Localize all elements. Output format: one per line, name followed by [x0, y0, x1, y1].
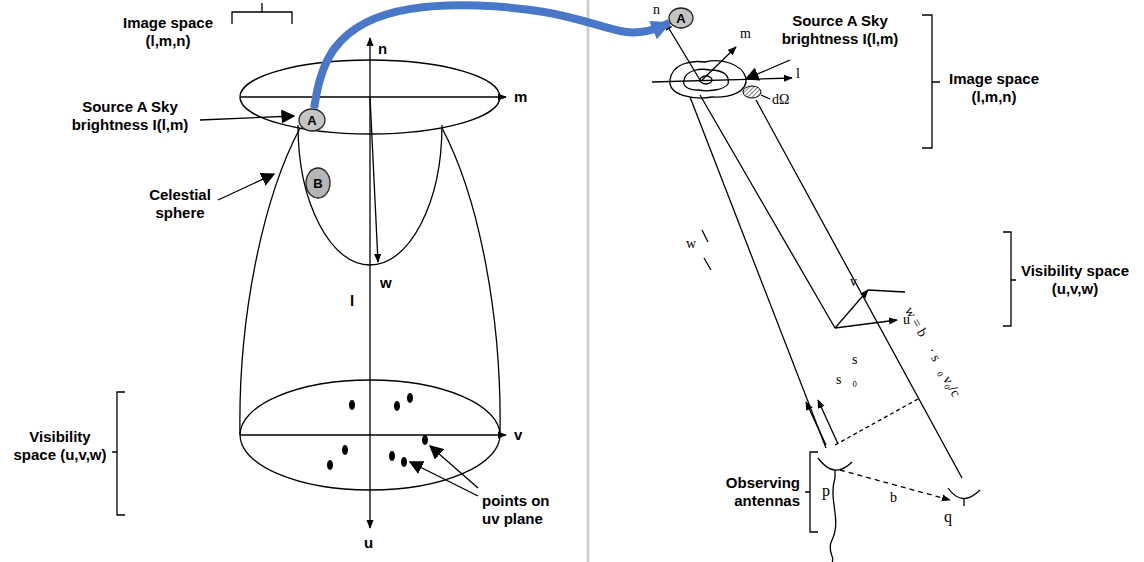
- w-axis: [700, 95, 835, 328]
- antenna-label: p: [822, 482, 830, 500]
- bracket: [232, 3, 292, 24]
- bracket: [112, 392, 125, 515]
- antenna-dish: [948, 488, 980, 506]
- s-vector: [806, 402, 826, 445]
- antenna-label: q: [944, 508, 952, 526]
- bracket: [805, 452, 818, 532]
- vector-label: s⃗₀: [836, 372, 857, 388]
- region-label: Visibility space (u,v,w): [10, 428, 110, 464]
- u-axis: [369, 435, 370, 528]
- source-direction-line: [756, 100, 962, 478]
- axis-label: v: [514, 426, 522, 444]
- callout-arrow: [410, 462, 478, 496]
- vector-label: s⃗: [852, 352, 868, 368]
- uv-point: [389, 451, 395, 461]
- m-axis: [702, 47, 736, 80]
- axis-label: w: [380, 274, 392, 292]
- node-label: A: [307, 113, 316, 128]
- node-shape: [306, 168, 330, 198]
- callout-label: points on uv plane: [482, 492, 562, 528]
- source-ellipse: A: [298, 108, 326, 132]
- axis-label: n: [653, 2, 660, 18]
- region-label: Image space (l,m,n): [944, 70, 1044, 106]
- symbol-label: dΩ: [772, 92, 789, 108]
- bracket: [922, 15, 940, 148]
- celestial-sphere-outline: [240, 128, 300, 435]
- m-axis: [240, 96, 506, 97]
- region-label: Observing antennas: [712, 474, 800, 510]
- axis-label: l: [350, 292, 354, 310]
- uv-point: [349, 400, 355, 410]
- node-text: B: [305, 167, 331, 199]
- axis-label: m: [514, 88, 527, 106]
- node-label: B: [313, 176, 322, 191]
- axis-label: m: [740, 26, 751, 42]
- vector-label: b⃗: [890, 490, 908, 506]
- callout-label: Source A Sky brightness I(l,m): [765, 12, 915, 48]
- node-text: A: [298, 108, 326, 132]
- node-label: A: [676, 11, 685, 26]
- node-text: A: [668, 7, 694, 29]
- w-marker: [702, 230, 711, 270]
- mapping-arrow: [314, 5, 669, 108]
- source-direction-line: [690, 97, 826, 448]
- callout-arrow: [218, 174, 274, 200]
- l-axis: [370, 97, 378, 262]
- bracket: [1003, 232, 1016, 326]
- callout-label: Celestial sphere: [140, 186, 220, 222]
- callout-arrow: [430, 446, 478, 488]
- callout-label: Source A Sky brightness I(l,m): [50, 98, 210, 134]
- celestial-sphere-outline: [442, 128, 500, 435]
- n-axis: [665, 22, 700, 80]
- callout-arrow: [200, 116, 294, 120]
- uv-point: [422, 435, 428, 445]
- u-axis: [835, 320, 897, 328]
- axis-label: v: [850, 274, 857, 290]
- v-axis: [240, 434, 506, 435]
- uv-plane-edge: [868, 290, 905, 292]
- uv-point: [342, 445, 348, 455]
- node-shape: [299, 109, 325, 131]
- panel-divider: [587, 0, 590, 562]
- axis-label: w: [686, 236, 696, 252]
- solid-angle-element: [743, 86, 761, 98]
- uv-point: [394, 401, 400, 411]
- s0-vector: [818, 400, 838, 444]
- signal-cable: [830, 478, 836, 562]
- node-shape: [669, 8, 693, 28]
- equation: w = b⃗ · s⃗₀ ν₀/c: [901, 304, 964, 400]
- source-blob: B: [305, 167, 331, 199]
- uv-points: [327, 393, 428, 470]
- axis-label: n: [378, 40, 387, 58]
- l-axis: [652, 78, 792, 82]
- axis-label: l: [796, 66, 800, 82]
- region-label: Image space (l,m,n): [118, 14, 218, 50]
- leader-line: [761, 95, 770, 99]
- source-ellipse: A: [668, 7, 694, 29]
- uv-point: [407, 393, 413, 403]
- v-axis: [835, 290, 868, 328]
- uv-point: [327, 460, 333, 470]
- antenna-dish: [818, 458, 852, 478]
- region-label: Visibility space (u,v,w): [1017, 262, 1133, 298]
- axis-label: u: [364, 534, 373, 552]
- callout-arrow: [746, 60, 790, 79]
- uv-point: [401, 457, 407, 467]
- projection-line: [835, 399, 918, 445]
